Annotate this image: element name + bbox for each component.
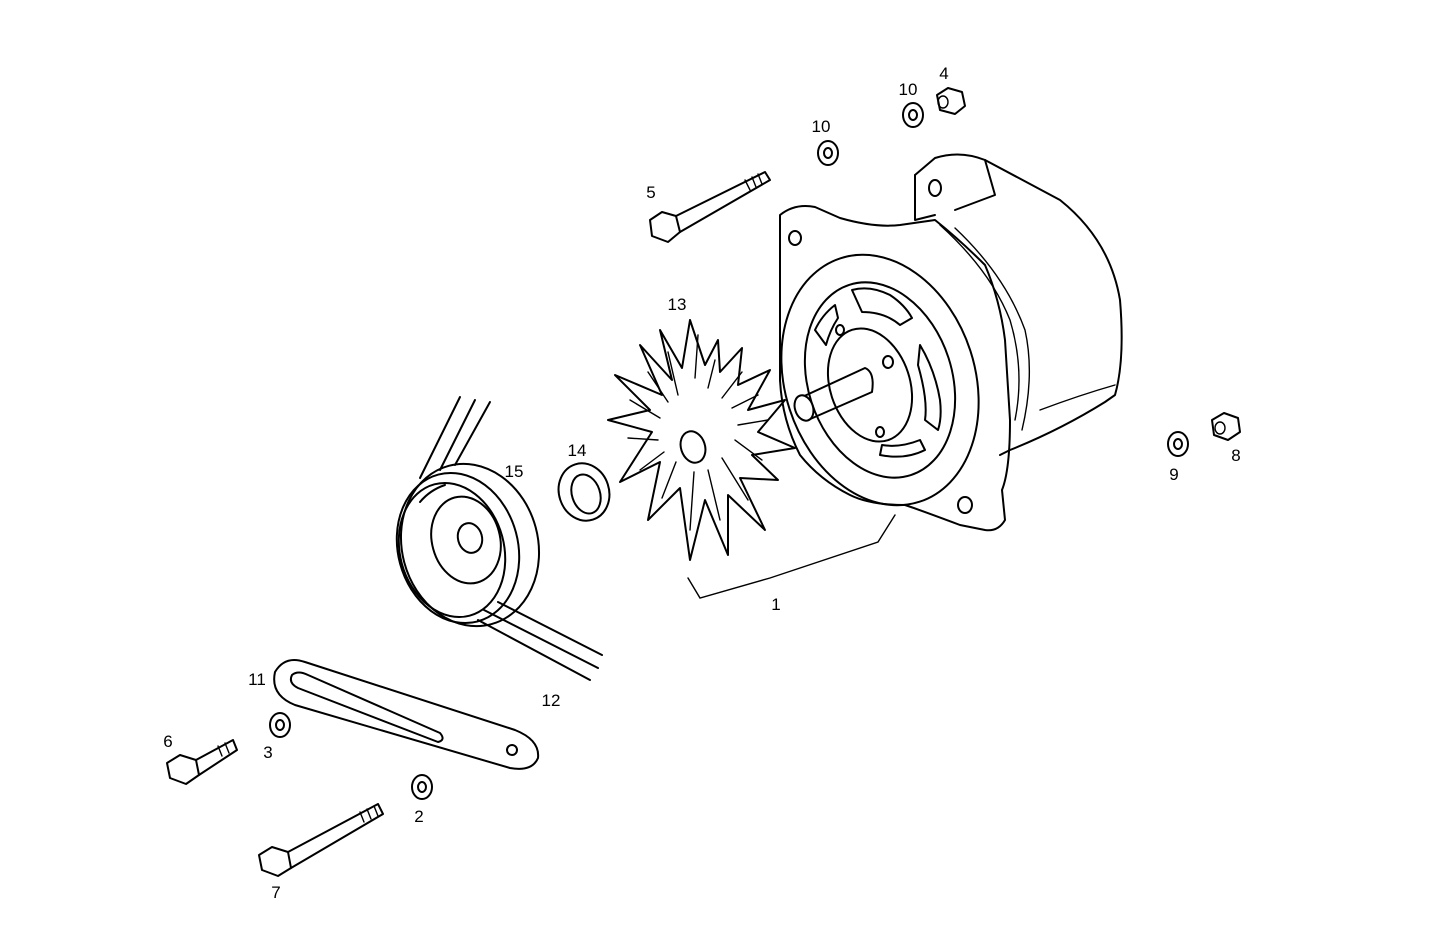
callout-5: 5: [646, 183, 655, 202]
callout-8: 8: [1231, 446, 1240, 465]
callout-7: 7: [271, 883, 280, 902]
assembly-leader-line: [687, 514, 896, 599]
slotted-bracket-icon: [273, 659, 540, 770]
callout-6: 6: [163, 732, 172, 751]
nut-icon: [1211, 412, 1241, 441]
washer-icon: [411, 774, 433, 800]
callout-11: 11: [248, 670, 266, 689]
washer-icon: [902, 102, 924, 128]
washer-icon: [1167, 431, 1189, 457]
v-belt-icon: [419, 396, 603, 681]
washer-icon: [269, 712, 291, 738]
pulley-icon: [395, 462, 541, 628]
callout-13: 13: [668, 295, 687, 314]
callout-3: 3: [263, 743, 272, 762]
washer-icon: [817, 140, 839, 166]
bolt-icon: [258, 803, 384, 877]
callout-10-washer-right: 10: [899, 80, 918, 99]
callout-12: 12: [542, 691, 561, 710]
spacer-icon: [557, 462, 611, 522]
callout-10-washer-top: 10: [812, 117, 831, 136]
nut-icon: [936, 87, 966, 115]
bolt-icon: [649, 171, 771, 243]
bolt-icon: [166, 739, 238, 785]
callout-4: 4: [939, 64, 948, 83]
fan-icon: [607, 319, 796, 561]
callout-14: 14: [568, 441, 587, 460]
callout-9: 9: [1169, 465, 1178, 484]
callout-15: 15: [505, 462, 524, 481]
alternator-icon: [779, 153, 1123, 532]
callout-2: 2: [414, 807, 423, 826]
callout-1: 1: [771, 595, 780, 614]
